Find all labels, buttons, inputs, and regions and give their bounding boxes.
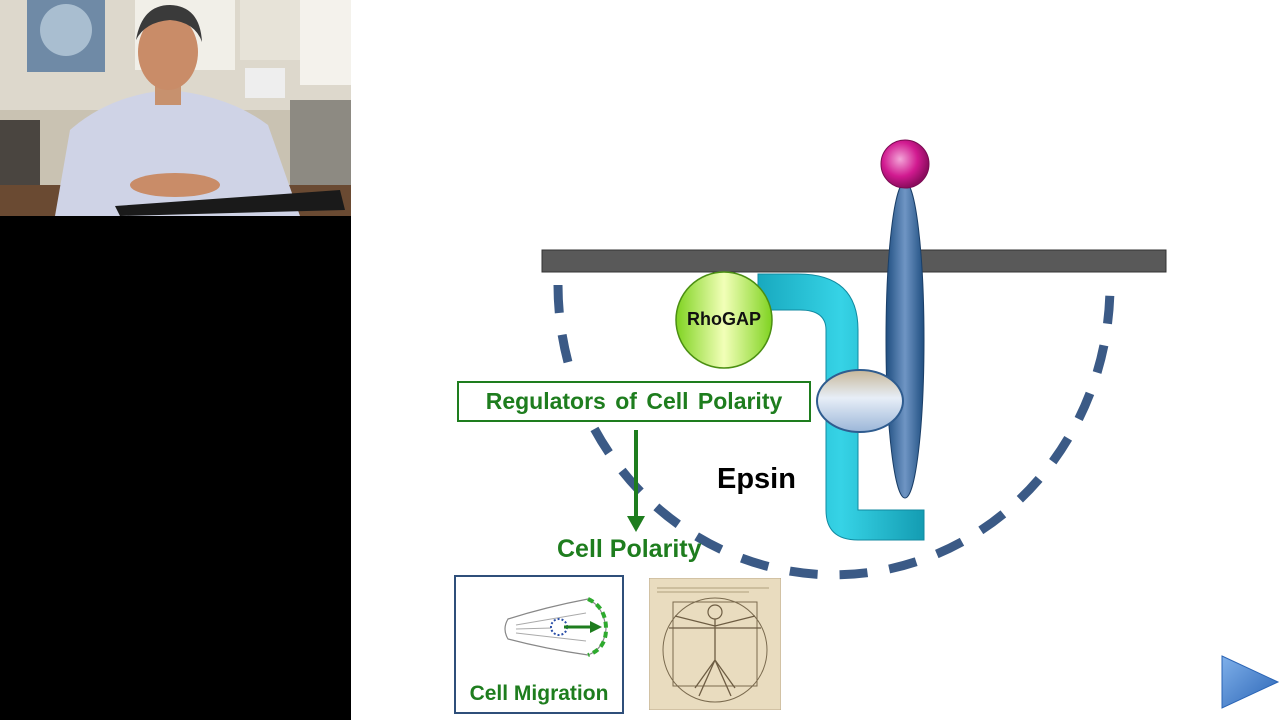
next-slide-button[interactable] [1218, 654, 1280, 710]
regulators-label: Regulators of Cell Polarity [457, 381, 811, 422]
cell-polarity-label: Cell Polarity [557, 535, 702, 563]
binding-domain [816, 369, 904, 433]
cell-migration-panel: Cell Migration [454, 575, 624, 714]
migrating-cell-icon [504, 597, 609, 657]
membrane-bar [541, 249, 1167, 273]
presenter-panel [0, 0, 351, 720]
rhogap-circle [675, 271, 773, 369]
receptor [885, 181, 925, 499]
epsin-label: Epsin [717, 463, 796, 495]
rhogap-label: RhoGAP [687, 309, 761, 329]
presenter-webcam [0, 0, 351, 216]
vitruvian-man-image [648, 577, 782, 711]
play-triangle-icon [1221, 655, 1280, 709]
cell-migration-label: Cell Migration [469, 682, 609, 705]
down-arrow-icon [627, 430, 645, 532]
ligand-ball [880, 139, 930, 189]
